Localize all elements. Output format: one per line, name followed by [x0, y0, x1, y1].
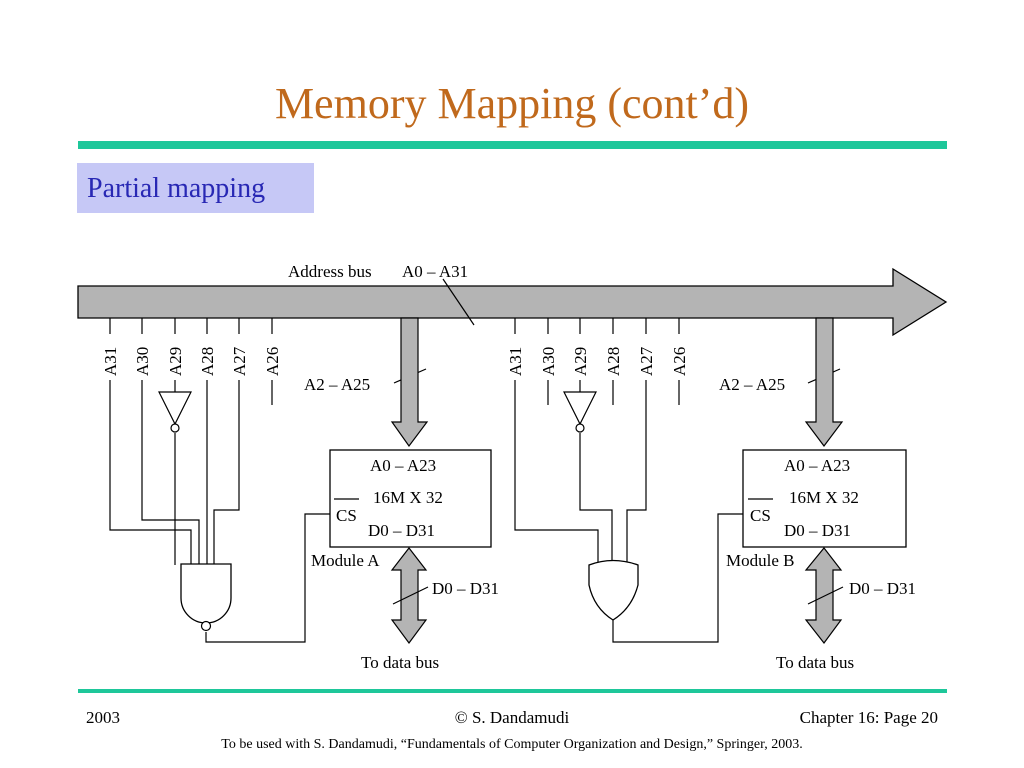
module-b-module-label: Module B	[726, 551, 794, 570]
module-b-to-bus: To data bus	[776, 653, 854, 672]
module-b-address-arrow	[804, 317, 844, 447]
module-b-chip-addr: A0 – A23	[784, 456, 850, 475]
module-b-data-arrow	[804, 547, 843, 644]
module-a-line-a30: A30	[133, 347, 152, 376]
module-a-line-a29: A29	[166, 347, 185, 376]
module-b-line-a29: A29	[571, 347, 590, 376]
module-a-line-a27: A27	[230, 346, 249, 376]
address-bus-range: A0 – A31	[402, 262, 468, 281]
module-a-chip-data: D0 – D31	[368, 521, 435, 540]
module-a-line-a28: A28	[198, 347, 217, 376]
footer-page: Chapter 16: Page 20	[799, 708, 938, 727]
module-b-line-a27: A27	[637, 346, 656, 376]
module-b-line-a31: A31	[506, 347, 525, 376]
module-a-module-label: Module A	[311, 551, 380, 570]
module-b-or-gate-icon	[588, 559, 639, 621]
module-a-chip-addr: A0 – A23	[370, 456, 436, 475]
module-b-line-a30: A30	[539, 347, 558, 376]
subtitle-text: Partial mapping	[87, 173, 266, 204]
top-divider	[78, 141, 947, 149]
module-a-group: A31 A30 A29 A28 A27 A26 A2 – A25 A0 – A2…	[101, 317, 499, 672]
module-a-address-arrow	[390, 317, 429, 448]
module-b-line-a26: A26	[670, 347, 689, 376]
footer-author: © S. Dandamudi	[454, 708, 570, 727]
module-a-data-label: D0 – D31	[432, 579, 499, 598]
module-a-addr-branch: A2 – A25	[304, 375, 370, 394]
module-a-inverter-icon	[158, 391, 192, 426]
module-b-chip-cs: CS	[750, 506, 771, 525]
module-a-data-arrow	[390, 547, 428, 645]
footer-year: 2003	[86, 708, 120, 727]
module-b-inverter-icon	[563, 391, 597, 426]
module-b-chip-size: 16M X 32	[789, 488, 859, 507]
module-a-chip-cs: CS	[336, 506, 357, 525]
module-b-wiring	[514, 368, 841, 643]
module-b-chip-data: D0 – D31	[784, 521, 851, 540]
address-bus-arrow	[77, 267, 948, 337]
module-b-data-label: D0 – D31	[849, 579, 916, 598]
address-bus-slash	[442, 278, 475, 326]
module-a-nand-gate-icon	[180, 563, 232, 624]
module-a-line-a31: A31	[101, 347, 120, 376]
bottom-divider	[78, 689, 947, 693]
module-b-addr-branch: A2 – A25	[719, 375, 785, 394]
module-a-to-bus: To data bus	[361, 653, 439, 672]
subtitle-box: Partial mapping	[77, 163, 314, 213]
module-b-group: A31 A30 A29 A28 A27 A26 A2 – A25 A0 – A2…	[506, 317, 916, 672]
module-b-line-a28: A28	[604, 347, 623, 376]
module-a-chip-size: 16M X 32	[373, 488, 443, 507]
address-bus-label: Address bus	[288, 262, 372, 281]
footer-credit: To be used with S. Dandamudi, “Fundament…	[221, 737, 803, 752]
slide-title: Memory Mapping (cont’d)	[274, 79, 750, 128]
module-a-line-a26: A26	[263, 347, 282, 376]
